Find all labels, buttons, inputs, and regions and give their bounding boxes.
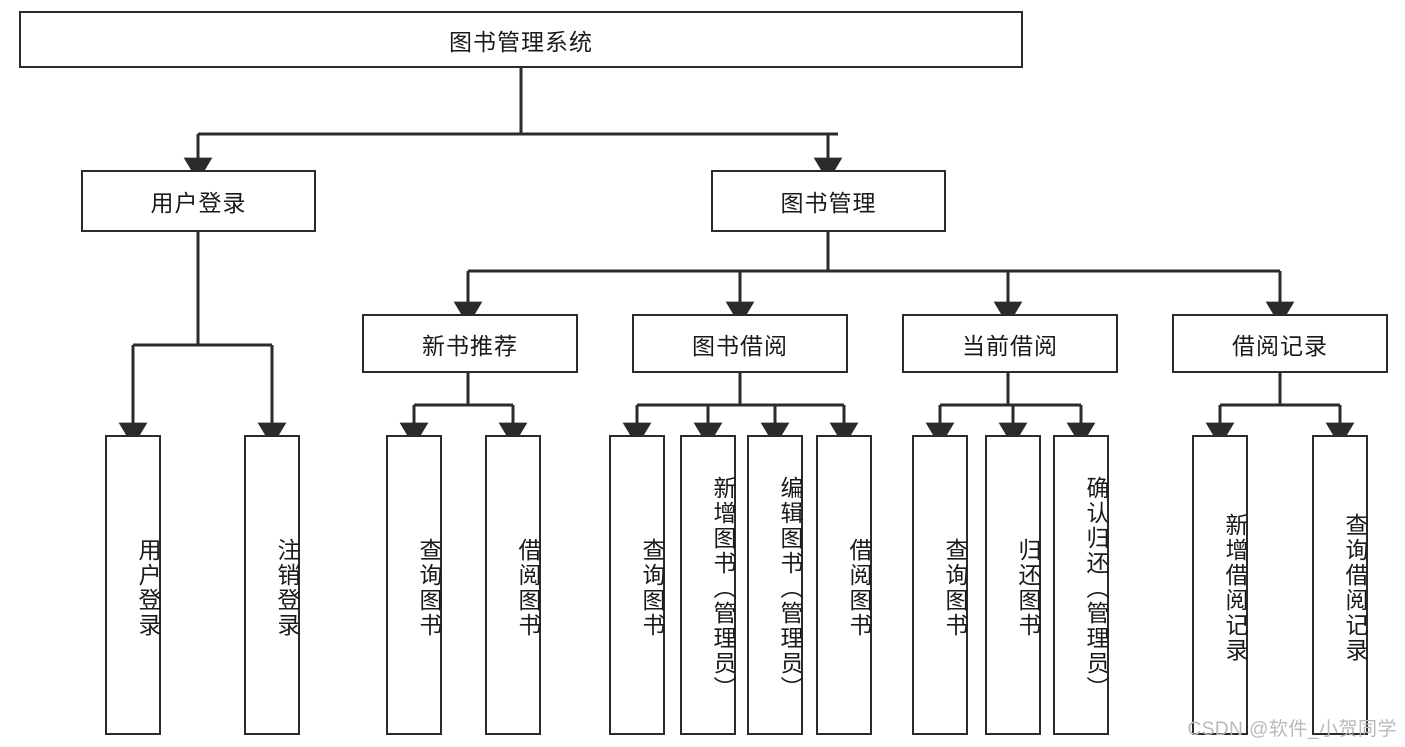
leaf-node[interactable]: 注销登录 (244, 435, 300, 735)
leaf-node-label: 编辑图书（管理员） (777, 475, 803, 701)
leaf-node[interactable]: 查询借阅记录 (1312, 435, 1368, 735)
leaf-node[interactable]: 查询图书 (386, 435, 442, 735)
leaf-node-label: 查询借阅记录 (1342, 513, 1368, 663)
node-user-login[interactable]: 用户登录 (81, 170, 316, 232)
leaf-node-label: 新增图书（管理员） (710, 475, 736, 701)
leaf-node[interactable]: 查询图书 (912, 435, 968, 735)
leaf-node[interactable]: 确认归还（管理员） (1053, 435, 1109, 735)
leaf-node-label: 查询图书 (416, 538, 442, 638)
leaf-node[interactable]: 编辑图书（管理员） (747, 435, 803, 735)
leaf-node-label: 确认归还（管理员） (1083, 475, 1109, 701)
leaf-node-label: 查询图书 (942, 538, 968, 638)
node-current-borrow[interactable]: 当前借阅 (902, 314, 1118, 373)
leaf-node-label: 借阅图书 (846, 538, 872, 638)
node-root-label: 图书管理系统 (449, 28, 593, 55)
leaf-node[interactable]: 借阅图书 (816, 435, 872, 735)
node-new-book-recommend[interactable]: 新书推荐 (362, 314, 578, 373)
node-new-book-recommend-label: 新书推荐 (422, 332, 518, 359)
leaf-node[interactable]: 新增图书（管理员） (680, 435, 736, 735)
leaf-node[interactable]: 新增借阅记录 (1192, 435, 1248, 735)
node-book-borrow-label: 图书借阅 (692, 332, 788, 359)
leaf-node-label: 归还图书 (1015, 538, 1041, 638)
node-current-borrow-label: 当前借阅 (962, 332, 1058, 359)
node-root[interactable]: 图书管理系统 (19, 11, 1023, 68)
leaf-node-label: 借阅图书 (515, 538, 541, 638)
leaf-node[interactable]: 借阅图书 (485, 435, 541, 735)
leaf-node[interactable]: 查询图书 (609, 435, 665, 735)
leaf-node-label: 新增借阅记录 (1222, 513, 1248, 663)
node-borrow-record-label: 借阅记录 (1232, 332, 1328, 359)
node-book-management[interactable]: 图书管理 (711, 170, 946, 232)
leaf-node-label: 查询图书 (639, 538, 665, 638)
node-book-borrow[interactable]: 图书借阅 (632, 314, 848, 373)
leaf-node[interactable]: 归还图书 (985, 435, 1041, 735)
leaf-node[interactable]: 用户登录 (105, 435, 161, 735)
watermark: CSDN @软件_小贺同学 (1187, 719, 1397, 740)
leaf-node-label: 用户登录 (135, 538, 161, 638)
leaf-node-label: 注销登录 (274, 538, 300, 638)
node-user-login-label: 用户登录 (150, 190, 247, 216)
node-borrow-record[interactable]: 借阅记录 (1172, 314, 1388, 373)
node-book-management-label: 图书管理 (780, 190, 877, 216)
